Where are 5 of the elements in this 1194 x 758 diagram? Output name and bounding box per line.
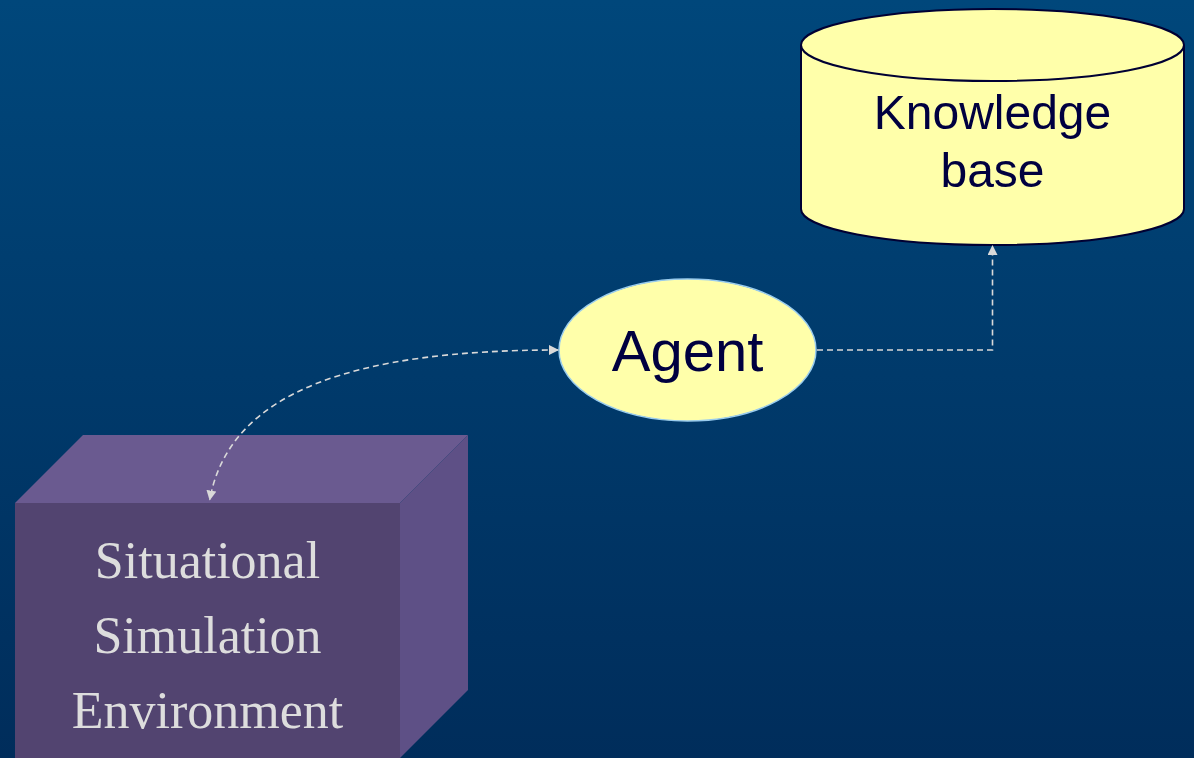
dashed-arrow (816, 245, 998, 351)
node-label: Agent (611, 316, 764, 385)
node-label: Knowledge base (873, 86, 1112, 197)
dashed-arrow (207, 345, 559, 501)
node-label: Situational Simulation Environment (71, 532, 344, 739)
